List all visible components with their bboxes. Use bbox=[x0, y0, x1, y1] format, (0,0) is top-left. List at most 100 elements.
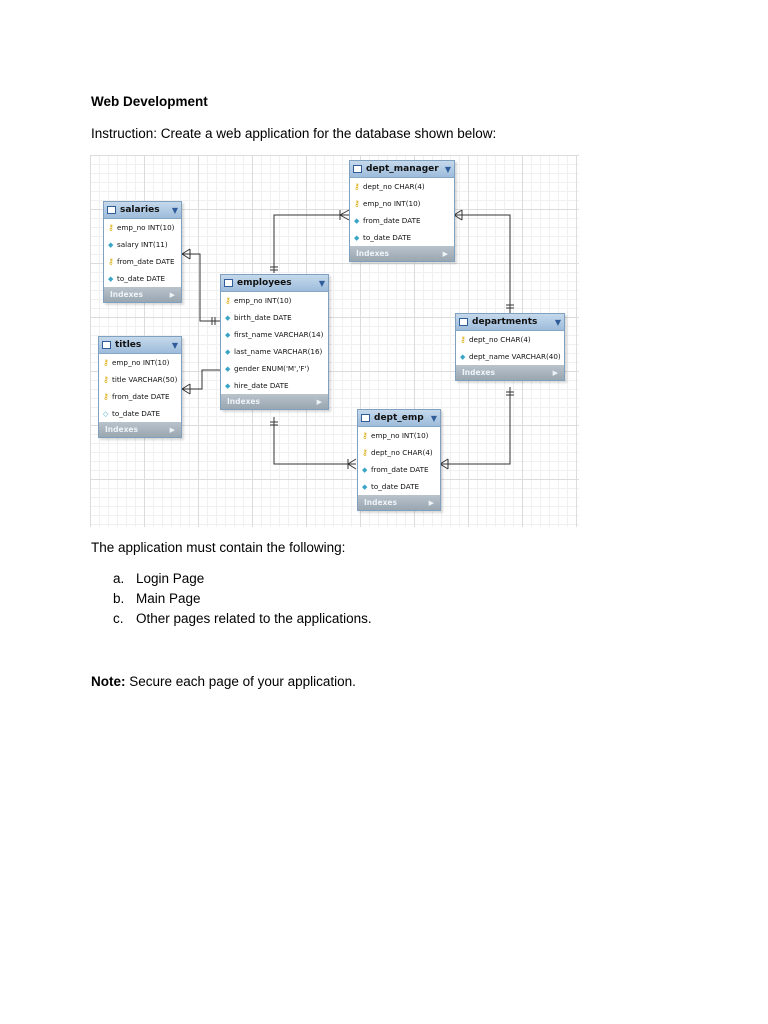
expand-arrow-icon[interactable]: ▶ bbox=[316, 397, 322, 406]
list-marker: c. bbox=[113, 611, 124, 626]
entity-dept-emp[interactable]: dept_emp ▼ ⚷emp_no INT(10) ⚷dept_no CHAR… bbox=[357, 409, 441, 511]
entity-field: ◇to_date DATE bbox=[103, 409, 160, 418]
key-icon: ⚷ bbox=[108, 257, 114, 266]
link-departments-dept-emp bbox=[440, 387, 511, 465]
dropdown-icon[interactable]: ▼ bbox=[318, 278, 325, 288]
er-diagram: salaries ▼ ⚷emp_no INT(10) ◆salary INT(1… bbox=[90, 155, 579, 527]
entity-field: ◆dept_name VARCHAR(40) bbox=[460, 352, 561, 361]
entity-field: ⚷dept_no CHAR(4) bbox=[362, 448, 433, 457]
list-marker: b. bbox=[113, 591, 125, 606]
table-icon bbox=[107, 206, 116, 214]
entity-field: ◆from_date DATE bbox=[354, 216, 421, 225]
list-item: a. Login Page bbox=[113, 571, 372, 591]
entity-header[interactable]: salaries ▼ bbox=[104, 202, 181, 219]
indexes-label: Indexes bbox=[227, 397, 260, 406]
note: Note: Secure each page of your applicati… bbox=[91, 674, 356, 689]
requirements-heading: The application must contain the followi… bbox=[91, 540, 346, 555]
entity-field: ◆birth_date DATE bbox=[225, 313, 292, 322]
indexes-label: Indexes bbox=[364, 498, 397, 507]
key-icon: ⚷ bbox=[103, 358, 109, 367]
entity-titles[interactable]: titles ▼ ⚷emp_no INT(10) ⚷title VARCHAR(… bbox=[98, 336, 182, 438]
key-icon: ⚷ bbox=[108, 223, 114, 232]
indexes-bar[interactable]: Indexes ▶ bbox=[104, 287, 181, 302]
key-icon: ⚷ bbox=[225, 296, 231, 305]
list-item-text: Main Page bbox=[136, 591, 201, 606]
indexes-label: Indexes bbox=[110, 290, 143, 299]
expand-arrow-icon[interactable]: ▶ bbox=[169, 290, 175, 299]
entity-field: ◆salary INT(11) bbox=[108, 240, 168, 249]
key-icon: ⚷ bbox=[460, 335, 466, 344]
entity-field: ⚷from_date DATE bbox=[108, 257, 175, 266]
link-employees-salaries bbox=[182, 253, 220, 322]
entity-field: ◆from_date DATE bbox=[362, 465, 429, 474]
key-icon: ⚷ bbox=[354, 182, 360, 191]
indexes-bar[interactable]: Indexes ▶ bbox=[221, 394, 328, 409]
instruction-text: Instruction: Create a web application fo… bbox=[91, 126, 497, 141]
list-item-text: Login Page bbox=[136, 571, 205, 586]
entity-salaries[interactable]: salaries ▼ ⚷emp_no INT(10) ◆salary INT(1… bbox=[103, 201, 182, 303]
expand-arrow-icon[interactable]: ▶ bbox=[552, 368, 558, 377]
indexes-bar[interactable]: Indexes ▶ bbox=[358, 495, 440, 510]
expand-arrow-icon[interactable]: ▶ bbox=[442, 249, 448, 258]
indexes-bar[interactable]: Indexes ▶ bbox=[456, 365, 564, 380]
entity-name: salaries bbox=[120, 205, 160, 215]
key-icon: ⚷ bbox=[103, 375, 109, 384]
entity-field: ◆hire_date DATE bbox=[225, 381, 289, 390]
dropdown-icon[interactable]: ▼ bbox=[554, 317, 561, 327]
entity-header[interactable]: departments ▼ bbox=[456, 314, 564, 331]
link-employees-dept-emp bbox=[273, 417, 356, 465]
entity-header[interactable]: dept_manager ▼ bbox=[350, 161, 454, 178]
table-icon bbox=[353, 165, 362, 173]
entity-field: ⚷emp_no INT(10) bbox=[225, 296, 292, 305]
diamond-icon: ◆ bbox=[362, 482, 368, 491]
entity-field: ⚷emp_no INT(10) bbox=[103, 358, 170, 367]
link-departments-dept-manager bbox=[454, 214, 511, 313]
table-icon bbox=[102, 341, 111, 349]
diamond-icon: ◆ bbox=[108, 274, 114, 283]
entity-name: dept_manager bbox=[366, 164, 439, 174]
entity-employees[interactable]: employees ▼ ⚷emp_no INT(10) ◆birth_date … bbox=[220, 274, 329, 410]
entity-name: titles bbox=[115, 340, 142, 350]
diamond-icon: ◆ bbox=[225, 347, 231, 356]
dropdown-icon[interactable]: ▼ bbox=[430, 413, 437, 423]
diamond-icon: ◆ bbox=[460, 352, 466, 361]
entity-name: departments bbox=[472, 317, 538, 327]
entity-header[interactable]: dept_emp ▼ bbox=[358, 410, 440, 427]
entity-field: ⚷dept_no CHAR(4) bbox=[354, 182, 425, 191]
dropdown-icon[interactable]: ▼ bbox=[444, 164, 451, 174]
indexes-label: Indexes bbox=[105, 425, 138, 434]
diamond-icon: ◆ bbox=[108, 240, 114, 249]
entity-header[interactable]: titles ▼ bbox=[99, 337, 181, 354]
dropdown-icon[interactable]: ▼ bbox=[171, 205, 178, 215]
table-icon bbox=[459, 318, 468, 326]
requirements-list: a. Login Page b. Main Page c. Other page… bbox=[113, 571, 372, 631]
diamond-icon: ◆ bbox=[362, 465, 368, 474]
key-icon: ⚷ bbox=[362, 448, 368, 457]
entity-header[interactable]: employees ▼ bbox=[221, 275, 328, 292]
key-icon: ⚷ bbox=[354, 199, 360, 208]
expand-arrow-icon[interactable]: ▶ bbox=[428, 498, 434, 507]
table-icon bbox=[224, 279, 233, 287]
diamond-icon: ◆ bbox=[225, 313, 231, 322]
relationship-lines bbox=[181, 209, 514, 470]
entity-dept-manager[interactable]: dept_manager ▼ ⚷dept_no CHAR(4) ⚷emp_no … bbox=[349, 160, 455, 262]
entity-field: ⚷from_date DATE bbox=[103, 392, 170, 401]
note-text: Secure each page of your application. bbox=[125, 674, 356, 689]
entity-field: ◆first_name VARCHAR(14) bbox=[225, 330, 324, 339]
indexes-bar[interactable]: Indexes ▶ bbox=[350, 246, 454, 261]
diamond-icon: ◇ bbox=[103, 409, 109, 418]
dropdown-icon[interactable]: ▼ bbox=[171, 340, 178, 350]
entity-field: ◆to_date DATE bbox=[354, 233, 411, 242]
diamond-icon: ◆ bbox=[225, 364, 231, 373]
table-icon bbox=[361, 414, 370, 422]
entity-departments[interactable]: departments ▼ ⚷dept_no CHAR(4) ◆dept_nam… bbox=[455, 313, 565, 381]
entity-field: ◆last_name VARCHAR(16) bbox=[225, 347, 323, 356]
entity-name: dept_emp bbox=[374, 413, 424, 423]
key-icon: ⚷ bbox=[362, 431, 368, 440]
link-employees-dept-manager bbox=[273, 214, 349, 273]
list-item: c. Other pages related to the applicatio… bbox=[113, 611, 372, 631]
expand-arrow-icon[interactable]: ▶ bbox=[169, 425, 175, 434]
indexes-bar[interactable]: Indexes ▶ bbox=[99, 422, 181, 437]
diamond-icon: ◆ bbox=[225, 381, 231, 390]
list-item-text: Other pages related to the applications. bbox=[136, 611, 372, 626]
